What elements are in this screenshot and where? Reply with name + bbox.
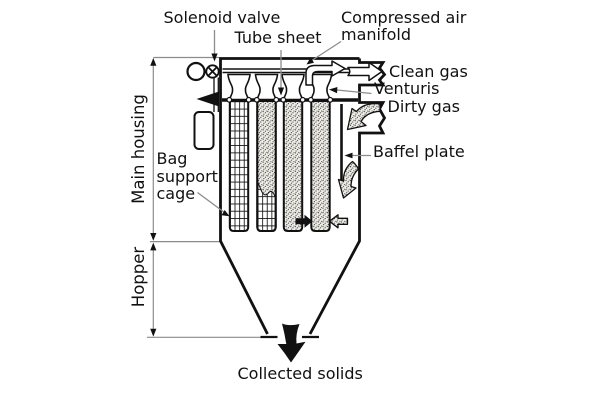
leader-arrowheads xyxy=(211,53,353,217)
housing-left-top-wall xyxy=(219,57,360,335)
housing-right-wall-ducts xyxy=(308,58,387,335)
clean-gas-arrows xyxy=(305,60,383,86)
arrowhead-icon xyxy=(150,58,157,66)
dirty-gas-inlet-arrow-icon xyxy=(346,102,381,131)
arrowhead-icon xyxy=(329,87,338,94)
tube-sheet-label: Tube sheet xyxy=(234,27,322,47)
bag-flow-arrow-icon xyxy=(295,214,313,228)
arrowhead-icon xyxy=(277,87,285,96)
arrowhead-icon xyxy=(221,210,230,217)
filter-bags xyxy=(228,100,331,232)
bag-support-cage-bag1 xyxy=(228,100,250,232)
compressed-air-manifold-label: Compressed air manifold xyxy=(341,7,467,45)
housing-outline xyxy=(219,57,387,339)
leader-lines xyxy=(197,30,372,214)
bag-support-cage-label: Bag support cage xyxy=(156,149,218,203)
cage-leader xyxy=(197,191,225,214)
arrowhead-icon xyxy=(344,152,353,159)
collected-solids-arrow-icon xyxy=(277,323,306,363)
dimension-lines xyxy=(147,56,261,338)
air-supply-assembly xyxy=(186,61,220,150)
filter-bag4 xyxy=(310,100,331,232)
bag-clamp-rings xyxy=(226,96,334,103)
venturis-label: Venturis xyxy=(374,79,440,98)
arrowhead-icon xyxy=(306,57,314,65)
filter-bag2-boundary xyxy=(256,180,277,200)
dirty-gas-down-arrow-icon xyxy=(337,160,360,199)
venturi-icon xyxy=(227,73,251,101)
arrowhead-icon xyxy=(150,328,157,337)
venturi-icon xyxy=(281,73,305,101)
air-reservoir-icon xyxy=(186,61,206,82)
venturis-group xyxy=(227,73,333,101)
clean-gas-curved-arrow-icon xyxy=(305,60,346,86)
filter-bag3 xyxy=(282,100,304,232)
venturi-icon xyxy=(254,73,279,101)
filter-bag2-dust-layer xyxy=(257,101,276,199)
arrowhead-icon xyxy=(150,242,157,251)
pulse-valve-box xyxy=(193,111,215,150)
dirty-gas-arrows xyxy=(328,102,381,229)
arrowhead-icon xyxy=(150,233,157,241)
clean-gas-straight-arrow-icon xyxy=(347,61,383,82)
hopper-label: Hopper xyxy=(128,246,148,308)
dirty-gas-left-arrow-icon xyxy=(328,214,349,229)
clean-gas-label: Clean gas xyxy=(389,62,468,81)
manifold-leader xyxy=(310,40,342,62)
dimension-arrowheads xyxy=(150,58,157,337)
dirty-gas-label: Dirty gas xyxy=(387,97,460,116)
arrowhead-icon xyxy=(211,53,218,62)
venturis-leader xyxy=(336,89,372,95)
solenoid-valve-label: Solenoid valve xyxy=(163,7,281,27)
manifold-inlet-arrow-icon xyxy=(196,91,219,107)
collected-solids-label: Collected solids xyxy=(237,364,363,383)
baffel-plate-label: Baffel plate xyxy=(373,141,465,161)
main-housing-label: Main housing xyxy=(128,94,148,204)
solenoid-valve-cross-icon xyxy=(207,66,218,77)
